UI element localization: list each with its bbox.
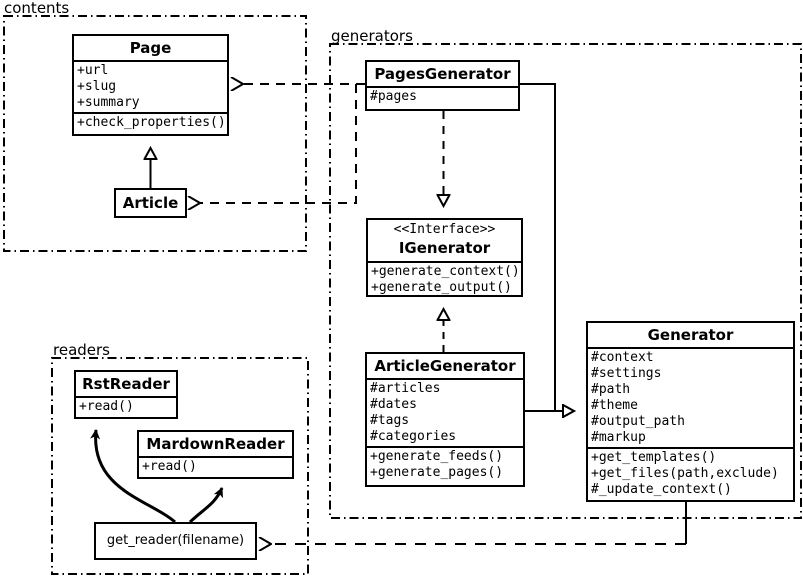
class-title-articlegenerator: ArticleGenerator — [374, 357, 516, 375]
operation: +check_properties() — [77, 115, 226, 131]
attribute: +url — [77, 63, 109, 79]
class-operations-generator: +get_templates() +get_files(path,exclude… — [588, 447, 793, 499]
class-title-page: Page — [129, 39, 172, 57]
operation: +generate_pages() — [370, 465, 504, 481]
connector-generator-uses-get-reader — [270, 502, 687, 544]
attribute: #markup — [591, 430, 646, 446]
operation: +read() — [142, 459, 197, 475]
attribute: #articles — [370, 381, 441, 397]
class-operations-mardownreader: +read() — [139, 456, 292, 476]
class-title-generator: Generator — [647, 326, 734, 344]
attribute: +slug — [77, 79, 117, 95]
class-attributes-articlegenerator: #articles #dates #tags #categories — [367, 378, 523, 446]
class-box-rstreader[interactable]: RstReader +read() — [74, 370, 178, 419]
connector-get-reader-creates-mardownreader — [188, 487, 224, 524]
class-operations-rstreader: +read() — [76, 396, 176, 416]
class-operations-page: +check_properties() — [74, 112, 227, 132]
attribute: #theme — [591, 398, 638, 414]
attribute: +summary — [77, 95, 140, 111]
package-label-contents: contents — [4, 0, 70, 17]
attribute: #tags — [370, 413, 410, 429]
package-label-readers: readers — [53, 341, 110, 359]
class-title-igenerator: IGenerator — [398, 239, 491, 258]
class-attributes-pagesgenerator: #pages — [367, 86, 518, 106]
attribute: #dates — [370, 397, 417, 413]
function-box-get-reader[interactable]: get_reader(filename) — [94, 522, 257, 560]
attribute: #settings — [591, 366, 662, 382]
operation: +generate_feeds() — [370, 449, 504, 465]
attribute: #pages — [370, 89, 417, 105]
class-operations-igenerator: +generate_context() +generate_output() — [368, 260, 521, 297]
attribute: #path — [591, 382, 631, 398]
class-header-igenerator: <<Interface>> IGenerator — [368, 220, 521, 261]
class-box-page[interactable]: Page +url +slug +summary +check_properti… — [72, 34, 229, 136]
class-title-rstreader: RstReader — [82, 375, 170, 393]
connector-pagesgenerator-uses-article — [199, 84, 357, 203]
attribute: #context — [591, 350, 654, 366]
operation: +get_files(path,exclude) — [591, 466, 779, 482]
package-border-readers — [51, 357, 309, 575]
class-title-article: Article — [122, 194, 179, 212]
attribute: #output_path — [591, 414, 685, 430]
function-label-get-reader: get_reader(filename) — [106, 533, 245, 548]
package-border-contents — [3, 15, 307, 252]
class-box-mardownreader[interactable]: MardownReader +read() — [137, 430, 294, 479]
class-box-generator[interactable]: Generator #context #settings #path #them… — [586, 321, 795, 502]
package-border-generators — [329, 43, 802, 519]
connector-get-reader-creates-rstreader — [90, 429, 176, 524]
class-operations-articlegenerator: +generate_feeds() +generate_pages() — [367, 446, 523, 482]
class-title-mardownreader: MardownReader — [146, 435, 285, 453]
class-box-articlegenerator[interactable]: ArticleGenerator #articles #dates #tags … — [365, 352, 525, 487]
operation: #_update_context() — [591, 482, 732, 498]
operation: +get_templates() — [591, 450, 717, 466]
attribute: #categories — [370, 429, 457, 445]
class-box-article[interactable]: Article — [114, 188, 187, 218]
class-attributes-generator: #context #settings #path #theme #output_… — [588, 347, 793, 447]
operation: +generate_context() — [371, 263, 520, 279]
class-stereotype-igenerator: <<Interface>> — [393, 222, 496, 237]
class-title-pagesgenerator: PagesGenerator — [374, 65, 511, 83]
operation: +generate_output() — [371, 279, 512, 295]
class-box-pagesgenerator[interactable]: PagesGenerator #pages — [365, 60, 520, 111]
operation: +read() — [79, 399, 134, 415]
connector-pagesgenerator-inherits-generator — [520, 83, 574, 411]
class-attributes-page: +url +slug +summary — [74, 60, 227, 112]
class-box-igenerator[interactable]: <<Interface>> IGenerator +generate_conte… — [366, 218, 523, 297]
package-label-generators: generators — [331, 27, 413, 45]
